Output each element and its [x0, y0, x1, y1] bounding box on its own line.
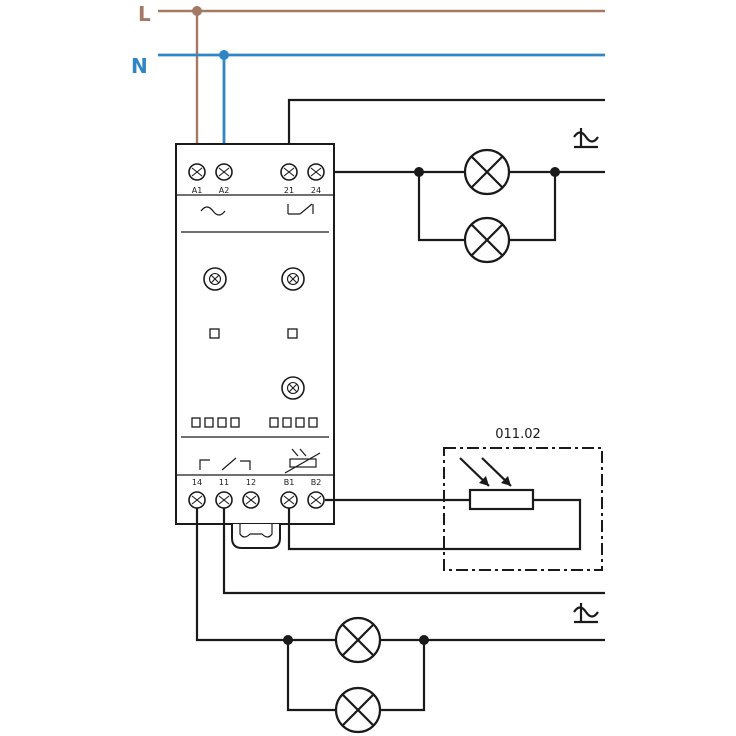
- adjust-knob-3[interactable]: [281, 376, 305, 400]
- ac-supply-symbol-upper: [573, 128, 599, 149]
- lower-parallel-left-wire: [286, 640, 336, 712]
- changeover-contact-symbol: [199, 457, 251, 471]
- upper-junction-right: [550, 167, 560, 177]
- lower-junction-right: [419, 635, 429, 645]
- upper-parallel-right-wire: [509, 172, 557, 242]
- line-label-n: N: [131, 54, 148, 78]
- sensor-circuit: 011.02: [287, 427, 603, 571]
- terminal-b1: B1: [280, 478, 298, 509]
- sensor-wire-b1: [287, 498, 582, 551]
- dip-switch-left[interactable]: [191, 417, 240, 428]
- supply-lines: L N: [131, 2, 605, 156]
- light-sensor-symbol: [284, 448, 321, 474]
- terminal-label-a2: A2: [219, 186, 230, 195]
- upper-lamp-2: [463, 216, 511, 264]
- photoresistor-icon: [459, 457, 535, 511]
- upper-junction-left: [414, 167, 424, 177]
- dip-switch-right[interactable]: [269, 417, 318, 428]
- terminal-b2: B2: [307, 478, 325, 509]
- relay-contact-symbol: [287, 203, 314, 215]
- relay-module: A1 A2 21 24: [175, 143, 335, 549]
- lower-load-circuit: [195, 508, 605, 712]
- terminal-a1: A1: [188, 163, 206, 195]
- adjust-knob-2[interactable]: [281, 267, 305, 291]
- terminal-21: 21: [280, 163, 298, 195]
- status-led-1: [209, 328, 220, 339]
- sensor-enclosure: [443, 447, 603, 571]
- terminal-label-b1: B1: [284, 478, 295, 487]
- line-label-l: L: [138, 2, 151, 26]
- status-led-2: [287, 328, 298, 339]
- upper-load-circuit: [287, 98, 605, 242]
- upper-lamp-1: [463, 148, 511, 196]
- terminal-label-a1: A1: [192, 186, 203, 195]
- terminal-label-21: 21: [284, 186, 294, 195]
- ac-wave-icon: [573, 606, 599, 618]
- terminal-24: 24: [307, 163, 325, 195]
- ac-supply-symbol: [200, 206, 226, 216]
- terminal-label-b2: B2: [311, 478, 322, 487]
- sensor-model-label: 011.02: [495, 427, 541, 442]
- contact-21-feed-wire: [287, 98, 605, 156]
- contact-14-output-wire: [195, 508, 605, 642]
- ac-wave-icon: [573, 131, 599, 143]
- lower-parallel-right-wire: [380, 640, 426, 712]
- lower-lamp-2: [334, 686, 382, 734]
- terminal-label-12: 12: [246, 478, 256, 487]
- ac-supply-symbol-lower: [573, 603, 599, 624]
- terminal-12: 12: [242, 478, 260, 509]
- din-clip: [231, 524, 281, 549]
- terminal-label-24: 24: [311, 186, 321, 195]
- contact-11-feed-wire: [222, 508, 605, 595]
- terminal-label-14: 14: [192, 478, 202, 487]
- lower-lamp-1: [334, 616, 382, 664]
- adjust-knob-1[interactable]: [203, 267, 227, 291]
- terminal-label-11: 11: [219, 478, 229, 487]
- upper-parallel-left-wire: [417, 172, 465, 242]
- terminal-a2: A2: [215, 163, 233, 195]
- lower-junction-left: [283, 635, 293, 645]
